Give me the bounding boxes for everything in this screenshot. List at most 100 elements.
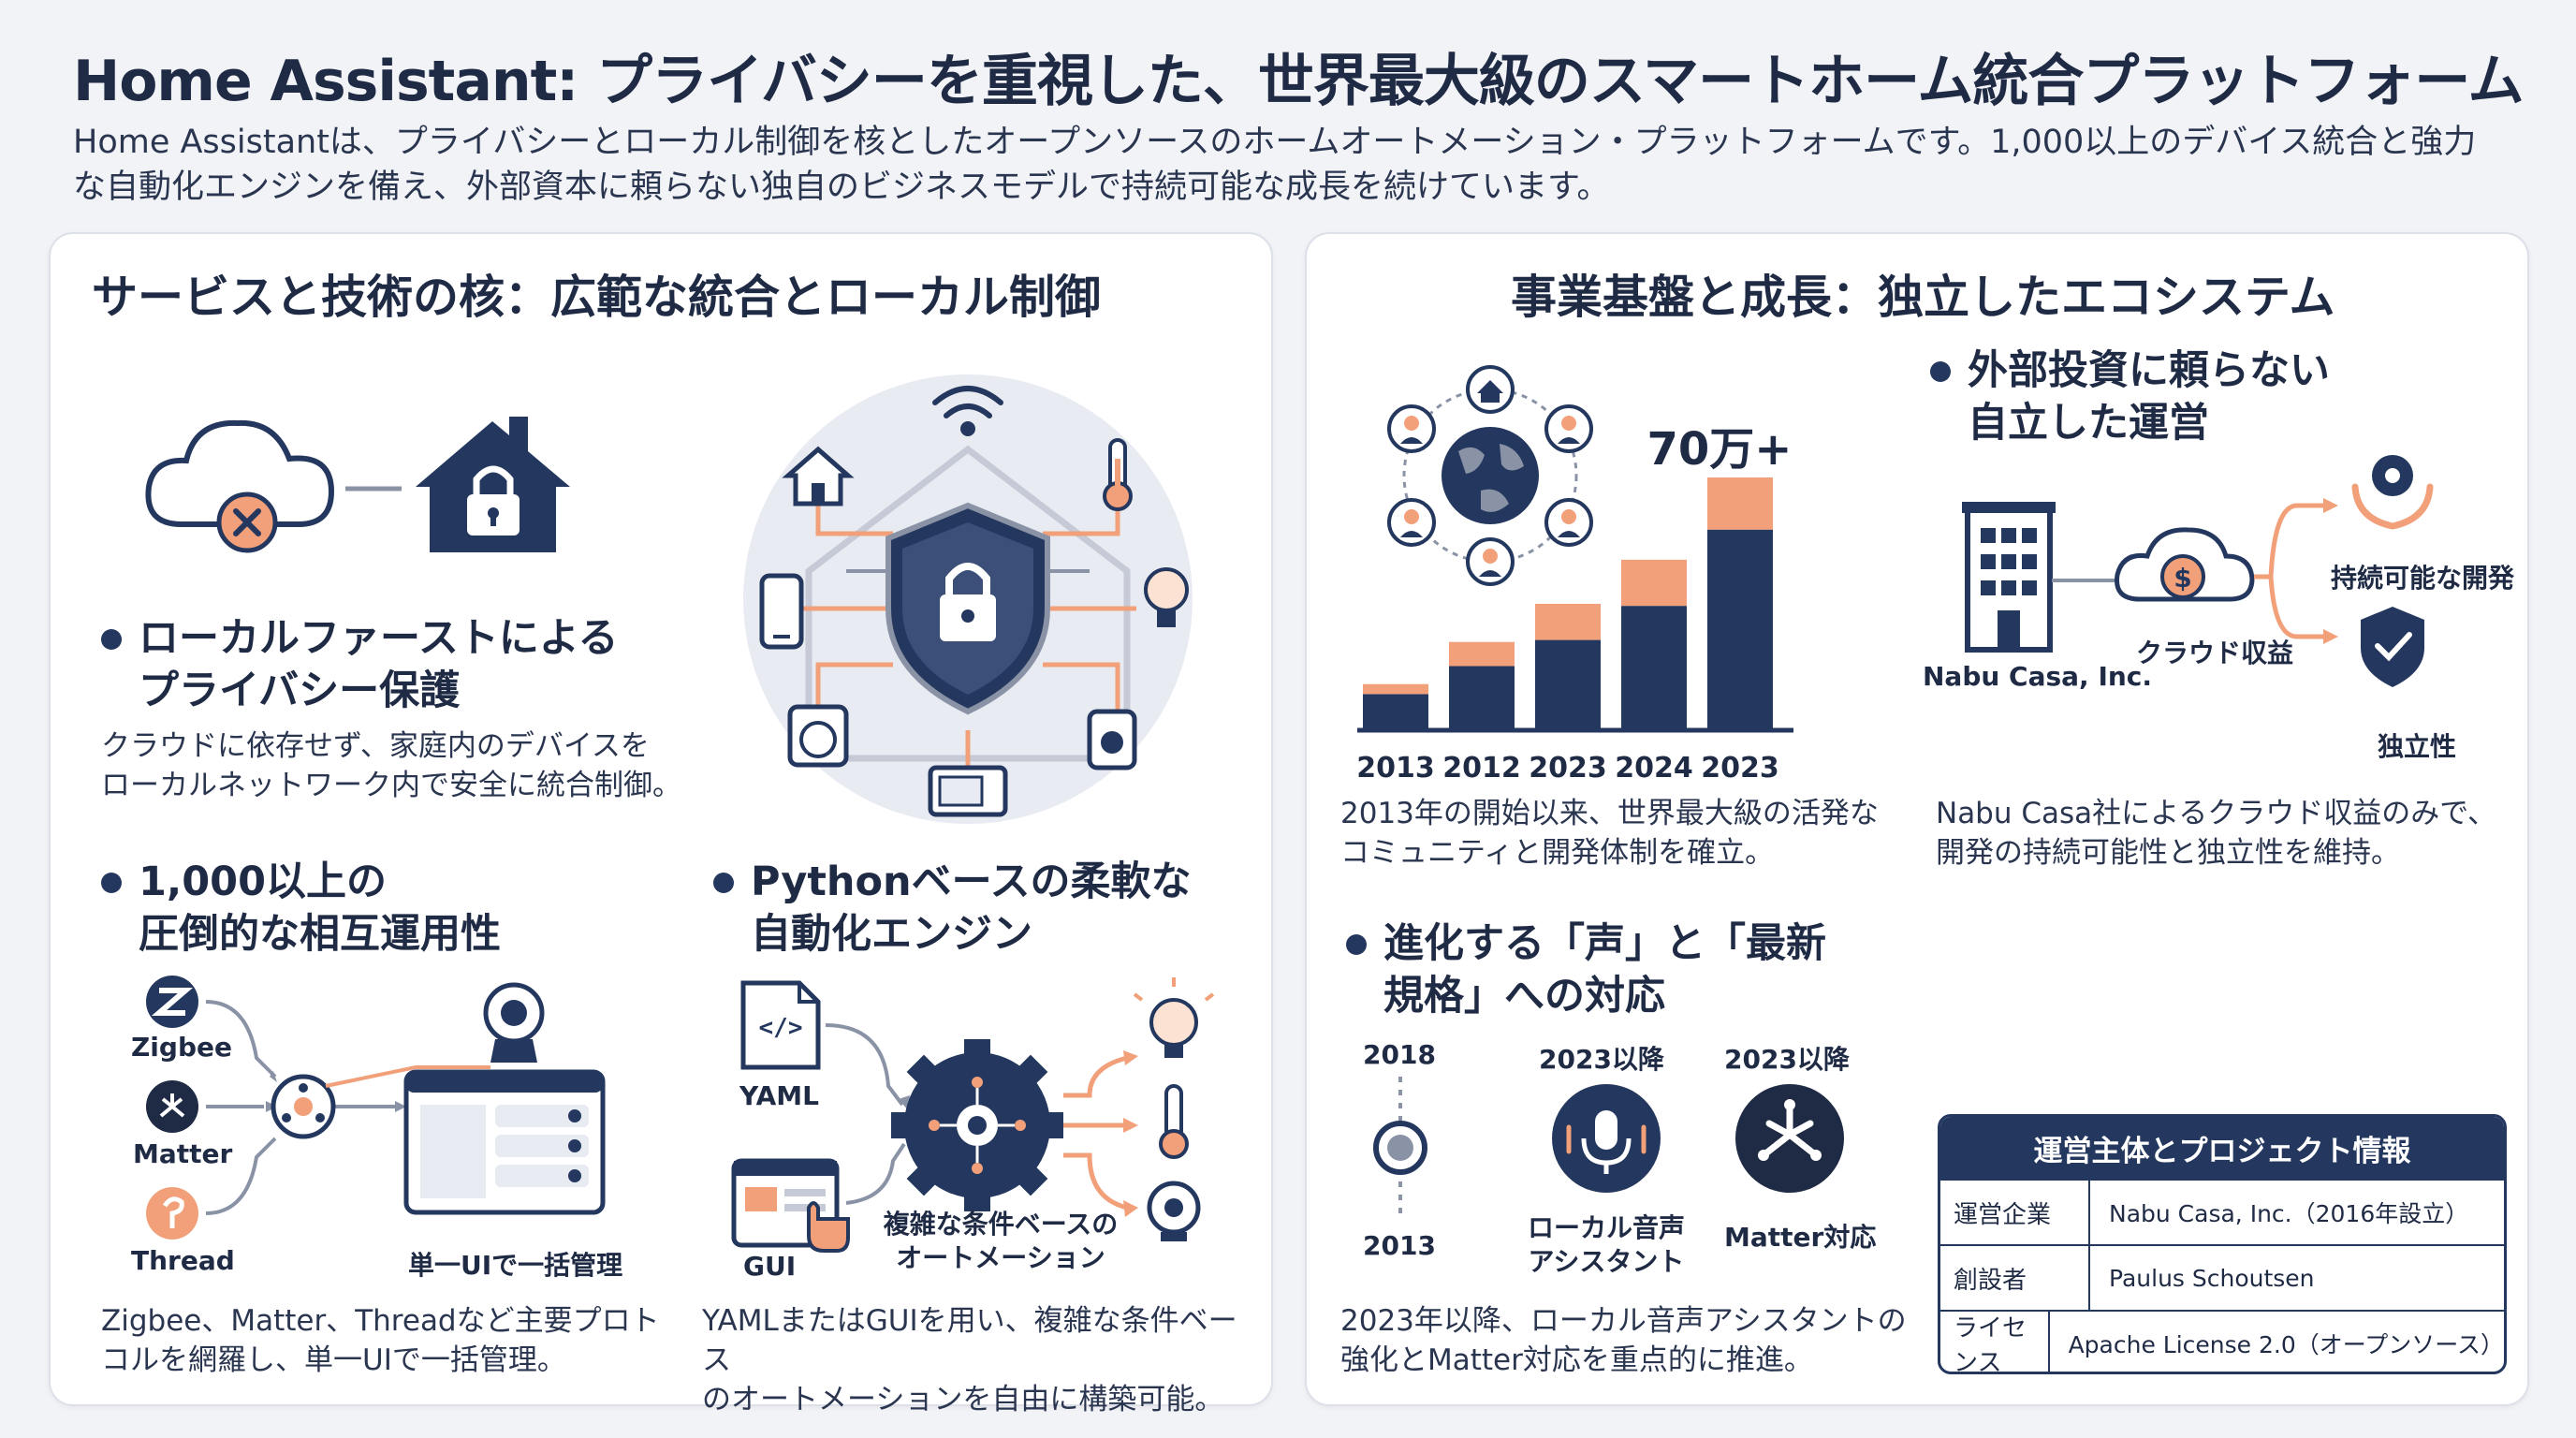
privacy-desc-line1: クラウドに依存せず、家庭内のデバイスを <box>101 729 650 763</box>
bullet-dot <box>1346 934 1367 955</box>
chart-bar-base <box>1363 694 1428 730</box>
growth-description: 2013年の開始以来、世界最大級の活発な コミュニティと開発体制を確立。 <box>1340 794 1921 873</box>
house-lock-icon <box>416 417 570 552</box>
bullet-dot <box>713 873 734 893</box>
yaml-code-glyph: </> <box>759 1014 803 1042</box>
chart-tick-label: 2023 <box>1529 752 1607 785</box>
bullet-dot <box>101 629 122 650</box>
chart-bar-top <box>1449 641 1515 667</box>
milestone-3-bottom: Matter対応 <box>1724 1222 1877 1253</box>
revenue-flow-diagram: $ <box>1962 455 2434 687</box>
chart-tick-label: 2024 <box>1615 752 1693 785</box>
camera-output-icon <box>1147 1181 1201 1241</box>
evolution-desc-line2: 強化とMatter対応を重点的に推進。 <box>1340 1343 1813 1377</box>
thermometer-output-icon <box>1159 1084 1189 1159</box>
info-table-header: 運営主体とプロジェクト情報 <box>1940 1117 2504 1179</box>
left-panel: サービスと技術の核：広範な統合とローカル制御 <box>49 232 1275 1416</box>
milestone-1-top: 2018 <box>1363 1039 1436 1070</box>
automation-description: YAMLまたはGUIを用い、複雑な条件ベース のオートメーションを自由に構築可能… <box>702 1301 1264 1419</box>
smart-home-shield-illustration <box>743 374 1193 824</box>
evolution-description: 2023年以降、ローカル音声アシスタントの 強化とMatter対応を重点的に推進… <box>1340 1301 1921 1380</box>
evolution-heading-line1: 進化する「声」と「最新 <box>1383 920 1826 967</box>
thread-icon <box>146 1187 198 1240</box>
chart-bar-top <box>1535 604 1601 640</box>
interop-heading-line2: 圧倒的な相互運用性 <box>139 911 501 958</box>
globe-icon <box>1442 427 1539 524</box>
wifi-icon <box>932 386 1003 436</box>
matter-icon <box>146 1080 198 1133</box>
yaml-file-icon <box>740 980 821 1070</box>
privacy-heading: ローカルファーストによる プライバシー保護 <box>101 612 700 717</box>
office-building-icon <box>1962 502 2056 653</box>
interop-desc-line1: Zigbee、Matter、Threadなど主要プロト <box>101 1304 660 1338</box>
evolution-heading: 進化する「声」と「最新 規格」への対応 <box>1346 917 1908 1022</box>
engine-label: 複雑な条件ベースの オートメーション <box>865 1208 1136 1275</box>
svg-text:$: $ <box>2174 563 2191 594</box>
independence-label: 独立性 <box>2378 731 2457 762</box>
gui-label: GUI <box>743 1251 797 1282</box>
speaker-icon <box>1087 709 1137 770</box>
privacy-heading-line2: プライバシー保護 <box>139 668 461 714</box>
privacy-heading-line1: ローカルファーストによる <box>139 615 619 662</box>
independent-heading-line2: 自立した運営 <box>1968 400 2209 447</box>
automation-desc-line1: YAMLまたはGUIを用い、複雑な条件ベース <box>702 1304 1237 1377</box>
cloud-revenue-label: クラウド収益 <box>2136 638 2294 668</box>
chart-tick-label: 2013 <box>1356 752 1435 785</box>
single-ui-label: 単一UIで一括管理 <box>408 1250 623 1281</box>
bullet-dot <box>101 873 122 893</box>
table-value: Apache License 2.0（オープンソース） <box>2068 1331 2504 1358</box>
oven-icon <box>928 765 1008 817</box>
table-key: 運営企業 <box>1940 1181 2090 1244</box>
page-subtitle: Home Assistantは、プライバシーとローカル制御を核としたオープンソー… <box>73 124 2477 206</box>
independent-description: Nabu Casa社によるクラウド収益のみで、 開発の持続可能性と独立性を維持。 <box>1936 794 2516 873</box>
gear-hands-icon <box>2351 455 2434 530</box>
table-row: 創設者 Paulus Schoutsen <box>1940 1244 2504 1310</box>
milestone-2-top: 2023以降 <box>1539 1044 1664 1075</box>
milestone-1-bottom: 2013 <box>1363 1230 1436 1261</box>
bulb-output-icon <box>1133 977 1215 1058</box>
table-row: 運営企業 Nabu Casa, Inc.（2016年設立） <box>1940 1179 2504 1244</box>
thread-label: Thread <box>131 1245 235 1276</box>
dashboard-ui-icon <box>403 1069 606 1215</box>
offline-x-icon <box>216 492 278 553</box>
chart-peak-annotation: 70万+ <box>1647 423 1792 476</box>
house-node-icon <box>1466 365 1515 414</box>
company-label: Nabu Casa, Inc. <box>1923 661 2153 692</box>
bullet-dot <box>1930 361 1951 382</box>
automation-gear-icon <box>891 1039 1063 1211</box>
chart-bar-base <box>1449 666 1515 730</box>
chart-bar-top <box>1621 559 1687 607</box>
privacy-description: クラウドに依存せず、家庭内のデバイスを ローカルネットワーク内で安全に統合制御。 <box>101 726 700 805</box>
interop-desc-line2: コルを網羅し、単一UIで一括管理。 <box>101 1343 566 1377</box>
independent-heading: 外部投資に頼らない 自立した運営 <box>1930 345 2492 449</box>
automation-heading-line2: 自動化エンジン <box>751 911 1032 958</box>
page-title: Home Assistant: プライバシーを重視した、世界最大級のスマートホー… <box>73 49 2525 114</box>
automation-diagram: </> <box>731 977 1215 1253</box>
chart-bar-base <box>1535 639 1601 730</box>
independent-heading-line1: 外部投資に頼らない <box>1968 347 2330 394</box>
hub-icon <box>271 1074 336 1139</box>
engine-label-line2: オートメーション <box>896 1242 1105 1273</box>
zigbee-label: Zigbee <box>131 1032 232 1063</box>
chart-bar-top <box>1363 683 1428 695</box>
chart-bar-base <box>1707 529 1773 730</box>
timeline-node-icon <box>1373 1121 1427 1175</box>
project-info-table: 運営主体とプロジェクト情報 運営企業 Nabu Casa, Inc.（2016年… <box>1938 1114 2507 1374</box>
evolution-desc-line1: 2023年以降、ローカル音声アシスタントの <box>1340 1304 1907 1338</box>
engine-label-line1: 複雑な条件ベースの <box>883 1209 1119 1240</box>
mini-house-icon <box>782 446 855 506</box>
shield-lock-icon <box>886 502 1050 715</box>
privacy-desc-line2: ローカルネットワーク内で安全に統合制御。 <box>101 769 681 802</box>
chart-tick-label: 2023 <box>1701 752 1779 785</box>
table-value: Nabu Casa, Inc.（2016年設立） <box>2109 1200 2469 1227</box>
independent-desc-line2: 開発の持続可能性と独立性を維持。 <box>1936 836 2400 870</box>
automation-heading: Pythonベースの柔軟な 自動化エンジン <box>713 856 1275 961</box>
chart-tick-label: 2012 <box>1442 752 1521 785</box>
milestone-3-top: 2023以降 <box>1724 1044 1850 1075</box>
automation-desc-line2: のオートメーションを自由に構築可能。 <box>702 1383 1224 1416</box>
shield-check-icon <box>2361 607 2424 687</box>
cloud-revenue-icon: $ <box>2115 527 2255 602</box>
interop-description: Zigbee、Matter、Threadなど主要プロト コルを網羅し、単一UIで… <box>101 1301 700 1380</box>
growth-desc-line2: コミュニティと開発体制を確立。 <box>1340 836 1775 870</box>
